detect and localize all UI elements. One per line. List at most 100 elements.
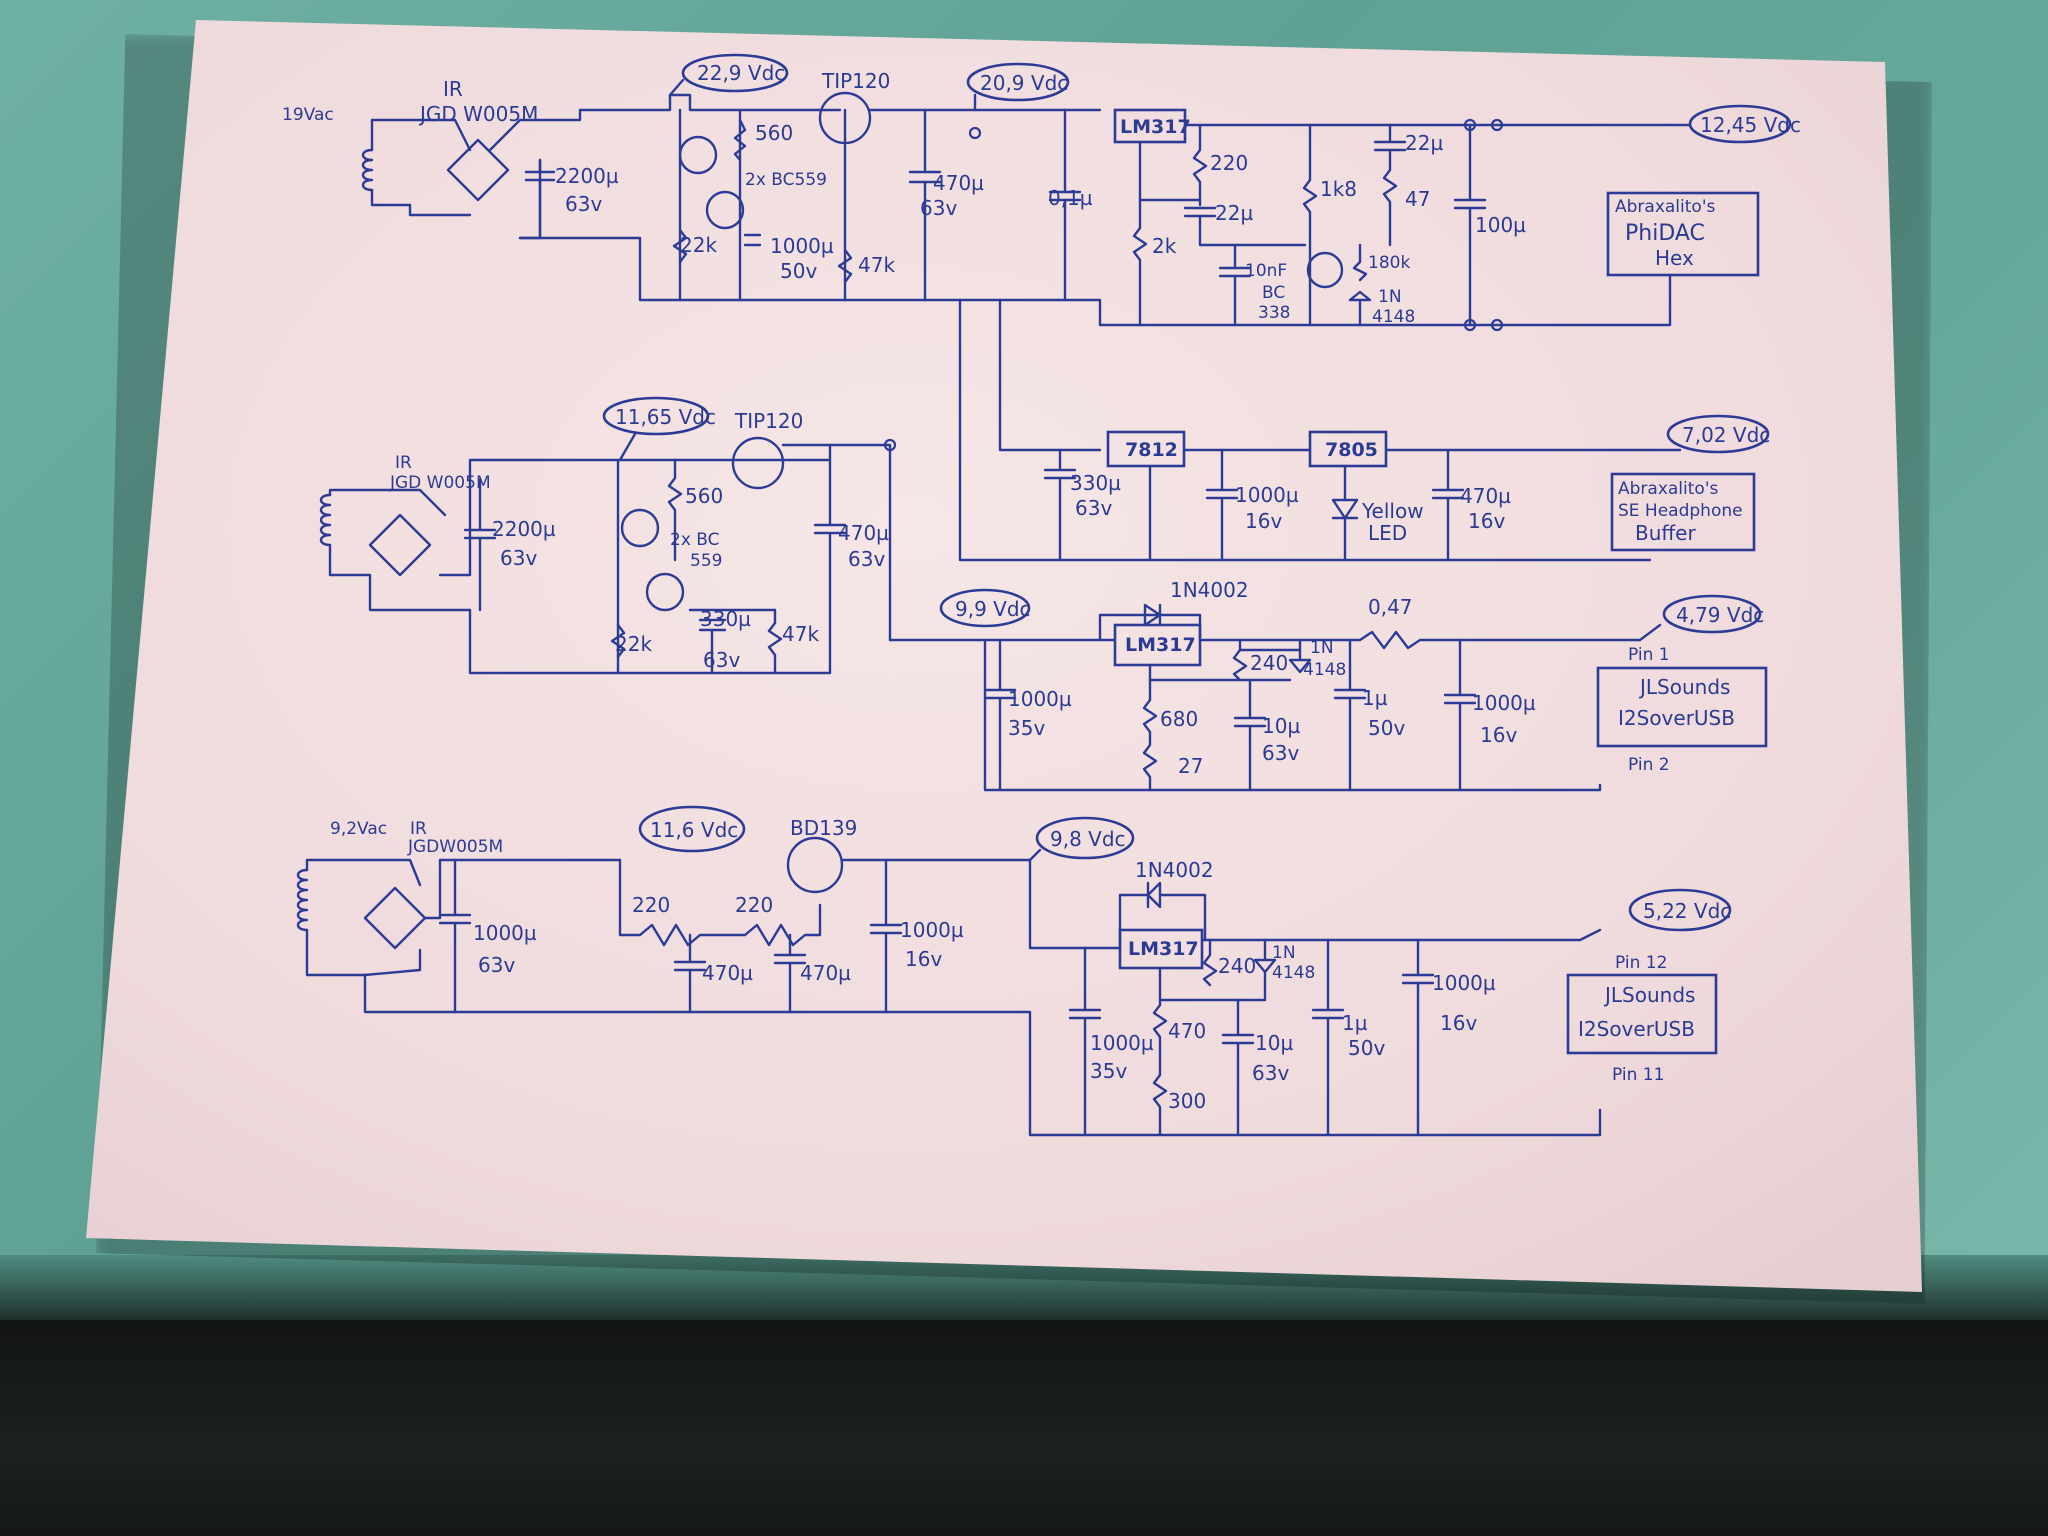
resistor-240-4: 240 xyxy=(1218,954,1256,978)
floor-background xyxy=(0,1320,2048,1536)
regulator-lm317-4-label: LM317 xyxy=(1128,938,1199,960)
resistor-27-3: 27 xyxy=(1178,754,1203,778)
testpoint-9v8-label: 9,8 Vdc xyxy=(1050,827,1126,851)
cap-470u-1-value: 470µ xyxy=(933,171,984,195)
cap-1000u-4-rating: 63v xyxy=(478,953,515,977)
load-jlsounds-a-line1: JLSounds xyxy=(1638,675,1730,699)
load-box-headphone-buffer xyxy=(1610,472,1756,552)
testpoint-9v8-bubble xyxy=(1035,816,1135,860)
resistor-47-1: 47 xyxy=(1405,187,1430,211)
load-phidac-line3: Hex xyxy=(1655,246,1694,270)
transistor-tip120-2 xyxy=(731,436,785,490)
transistor-tip120-1 xyxy=(818,91,872,145)
pin-2-label: Pin 2 xyxy=(1628,755,1670,775)
cap-1000u-4d-rating: 16v xyxy=(1440,1011,1477,1035)
cap-1000u-4d-value: 1000µ xyxy=(1432,971,1496,995)
pin-1-label: Pin 1 xyxy=(1628,645,1670,665)
cap-1000u-4b-value: 1000µ xyxy=(900,918,964,942)
regulator-7812-label: 7812 xyxy=(1125,439,1178,461)
bridge-label-2a: IR xyxy=(395,453,412,473)
led-label: LED xyxy=(1368,521,1407,545)
regulator-lm317-3-label: LM317 xyxy=(1125,634,1196,656)
tip120-1-label: TIP120 xyxy=(821,69,890,93)
bridge-label-2b: JGD W005M xyxy=(389,473,491,493)
resistor-47k-2: 47k xyxy=(782,622,819,646)
cap-10u-3-rating: 63v xyxy=(1262,741,1299,765)
resistor-560-2: 560 xyxy=(685,484,723,508)
transistor-bd139-label: BD139 xyxy=(790,816,857,840)
testpoint-5v22-bubble xyxy=(1628,888,1732,932)
cap-1000u-1-value: 1000µ xyxy=(770,234,834,258)
transistor-bc559-d xyxy=(645,572,685,612)
cap-0u1-1-label: 0,1µ xyxy=(1048,186,1093,210)
resistor-560-1: 560 xyxy=(755,121,793,145)
testpoint-7v02-label: 7,02 Vdc xyxy=(1682,423,1770,447)
testpoint-22v9-bubble xyxy=(681,53,789,93)
section-jlsounds-supply-b: 9,2Vac IR JGDW005M 1000µ 63v 11,6 Vdc 22… xyxy=(296,805,1732,1137)
bridge-label-1b: JGD W005M xyxy=(418,102,538,126)
transformer-coil-4 xyxy=(296,868,309,932)
cap-1000u-3-value: 1000µ xyxy=(1008,687,1072,711)
transistor-pair-label-1: 2x BC559 xyxy=(745,170,827,190)
bridge-rectifier-4 xyxy=(363,858,622,977)
resistor-180k-1: 180k xyxy=(1368,253,1410,273)
resistor-220-4b: 220 xyxy=(735,893,773,917)
bridge-label-4a: IR xyxy=(410,819,427,839)
paper xyxy=(86,20,1922,1292)
cap-22u-1b: 22µ xyxy=(1405,131,1443,155)
cap-1000u-4b-rating: 16v xyxy=(905,947,942,971)
testpoint-22v9-label: 22,9 Vdc xyxy=(697,61,785,85)
cap-1000u-4-value: 1000µ xyxy=(473,921,537,945)
diode-1n4148-3b: 4148 xyxy=(1303,660,1346,680)
cap-470u-2-value: 470µ xyxy=(838,521,889,545)
cap-470u-2c-rating: 16v xyxy=(1468,509,1505,533)
regulator-7805-label: 7805 xyxy=(1325,439,1378,461)
ac-input-label-1: 19Vac xyxy=(282,105,334,125)
regulator-lm317-1-label: LM317 xyxy=(1120,116,1191,138)
testpoint-11v65-bubble xyxy=(602,396,710,436)
cap-10u-3-value: 10µ xyxy=(1262,714,1300,738)
pin-11-label: Pin 11 xyxy=(1612,1065,1664,1085)
cap-10nf-1: 10nF xyxy=(1245,261,1287,281)
testpoint-9v9-bubble xyxy=(939,588,1031,628)
cap-470u-4a: 470µ xyxy=(702,961,753,985)
cap-1u-4-value: 1µ xyxy=(1342,1011,1368,1035)
bridge-rectifier-1 xyxy=(428,108,652,202)
cap-2200u-1-value: 2200µ xyxy=(555,164,619,188)
cap-330u-2-rating: 63v xyxy=(703,648,740,672)
cap-470u-4b: 470µ xyxy=(800,961,851,985)
cap-100u-1: 100µ xyxy=(1475,213,1526,237)
cap-2200u-1-rating: 63v xyxy=(565,192,602,216)
resistor-470-4: 470 xyxy=(1168,1019,1206,1043)
cap-1u-4-rating: 50v xyxy=(1348,1036,1385,1060)
bridge-label-1a: IR xyxy=(443,77,463,101)
transistor-pair-2a: 2x BC xyxy=(670,530,720,550)
resistor-220-4a: 220 xyxy=(632,893,670,917)
section-jlsounds-supply-a: 9,9 Vdc 1000µ 35v 1N4002 LM317 680 27 24… xyxy=(888,578,1768,792)
transistor-bc559-a xyxy=(678,135,718,175)
cap-470u-1-rating: 63v xyxy=(920,196,957,220)
testpoint-12v45-label: 12,45 Vdc xyxy=(1700,113,1801,137)
cap-330u-2b-rating: 63v xyxy=(1075,496,1112,520)
bridge-label-4b: JGDW005M xyxy=(407,837,503,857)
tip120-2-label: TIP120 xyxy=(734,409,803,433)
load-jlsounds-b-line1: JLSounds xyxy=(1603,983,1695,1007)
diode-1n4148-4b: 4148 xyxy=(1272,963,1315,983)
load-buffer-line2: SE Headphone xyxy=(1618,501,1743,521)
load-buffer-line3: Buffer xyxy=(1635,521,1696,545)
regulator-lm317-3 xyxy=(1113,623,1202,667)
cap-2200u-2-rating: 63v xyxy=(500,546,537,570)
cap-470u-2c-value: 470µ xyxy=(1460,484,1511,508)
cap-1000u-2-rating: 16v xyxy=(1245,509,1282,533)
testpoint-9v9-label: 9,9 Vdc xyxy=(955,597,1031,621)
diode-1n4002-4: 1N4002 xyxy=(1135,858,1214,882)
diode-1n4148-4a: 1N xyxy=(1272,943,1296,963)
transformer-coil-2 xyxy=(319,493,332,547)
testpoint-5v22-label: 5,22 Vdc xyxy=(1643,899,1731,923)
transistor-bc338-label-b: 338 xyxy=(1258,303,1290,323)
load-jlsounds-a-line2: I2SoverUSB xyxy=(1618,706,1735,730)
led-yellow-label: Yellow xyxy=(1361,499,1424,523)
load-jlsounds-b-line2: I2SoverUSB xyxy=(1578,1017,1695,1041)
bridge-rectifier-2 xyxy=(358,458,487,577)
